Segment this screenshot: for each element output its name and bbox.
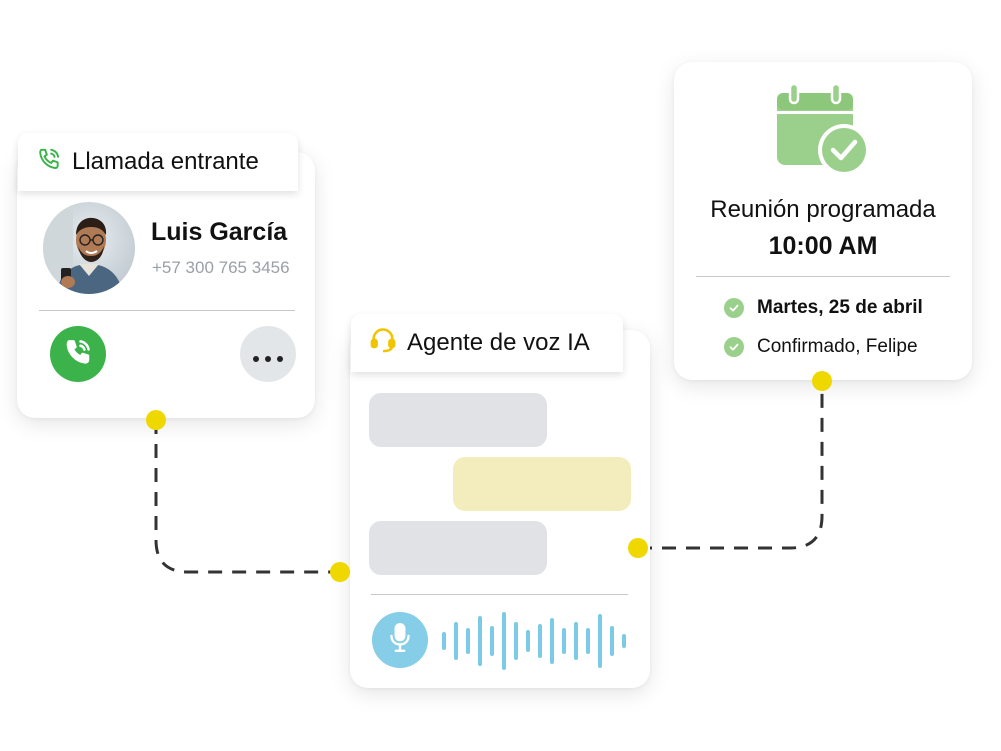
phone-icon xyxy=(63,337,93,372)
connector-dot xyxy=(628,538,648,558)
voice-agent-title: Agente de voz IA xyxy=(407,329,590,356)
agent-message-bubble xyxy=(369,393,547,447)
caller-message-bubble xyxy=(453,457,631,511)
incoming-call-header: Llamada entrante xyxy=(18,133,298,191)
agent-message-bubble xyxy=(369,521,547,575)
check-icon xyxy=(724,298,744,318)
voice-waveform xyxy=(442,612,626,670)
agent-divider xyxy=(371,594,628,595)
meeting-date: Martes, 25 de abril xyxy=(757,297,923,318)
meeting-time: 10:00 AM xyxy=(768,232,878,260)
calendar-check-icon xyxy=(776,80,872,181)
meeting-date-row: Martes, 25 de abril xyxy=(724,297,923,319)
meeting-title: Reunión programada xyxy=(710,196,936,223)
microphone-icon xyxy=(387,622,413,659)
more-options-button[interactable] xyxy=(240,326,296,382)
connector-call-to-agent xyxy=(154,420,340,574)
check-icon xyxy=(724,337,744,357)
connector-dot xyxy=(812,371,832,391)
connector-agent-to-meeting xyxy=(638,381,824,550)
caller-avatar xyxy=(43,202,135,294)
voice-agent-header: Agente de voz IA xyxy=(351,314,623,372)
headset-icon xyxy=(369,326,397,361)
caller-name: Luis García xyxy=(151,218,288,246)
meeting-divider xyxy=(696,276,950,277)
caller-phone: +57 300 765 3456 xyxy=(152,258,290,277)
phone-ringing-icon xyxy=(36,146,62,179)
more-dots-icon xyxy=(251,338,285,370)
call-divider xyxy=(39,310,295,311)
answer-call-button[interactable] xyxy=(50,326,106,382)
meeting-confirmation: Confirmado, Felipe xyxy=(757,336,918,357)
meeting-confirmation-row: Confirmado, Felipe xyxy=(724,336,918,358)
incoming-call-title: Llamada entrante xyxy=(72,148,259,175)
connector-dot xyxy=(146,410,166,430)
connector-dot xyxy=(330,562,350,582)
microphone-button[interactable] xyxy=(372,612,428,668)
